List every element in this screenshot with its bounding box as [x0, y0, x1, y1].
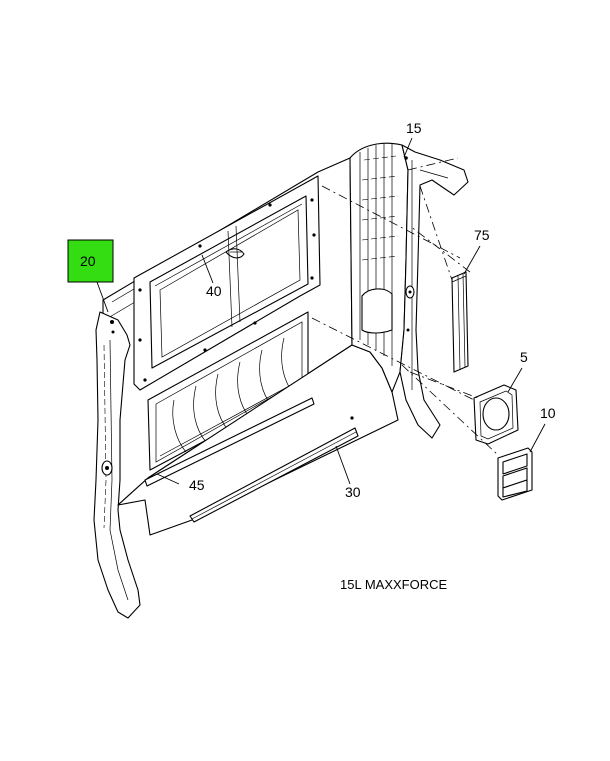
rear-window [133, 175, 321, 391]
right-corner-panel [349, 142, 409, 393]
engine-caption: 15L MAXXFORCE [340, 577, 447, 592]
step-trim [144, 397, 315, 487]
vent-grille [497, 447, 533, 501]
callout-5[interactable]: 5 [520, 349, 528, 365]
callout-30[interactable]: 30 [345, 484, 361, 500]
callout-45[interactable]: 45 [189, 477, 205, 493]
callout-75[interactable]: 75 [474, 227, 490, 243]
right-pillar-trim [399, 144, 469, 439]
left-pillar-trim [93, 311, 141, 619]
leader-lines [96, 137, 546, 485]
callout-20-highlight [67, 239, 114, 283]
exploded-view-lines [311, 157, 499, 456]
floor-sill-strip [189, 427, 359, 523]
callout-10[interactable]: 10 [540, 405, 556, 421]
callout-15[interactable]: 15 [406, 120, 422, 136]
callout-40[interactable]: 40 [206, 283, 222, 299]
speaker-bezel [473, 384, 519, 445]
vertical-seal-strip [451, 271, 469, 373]
callout-20[interactable]: 20 [80, 253, 96, 269]
